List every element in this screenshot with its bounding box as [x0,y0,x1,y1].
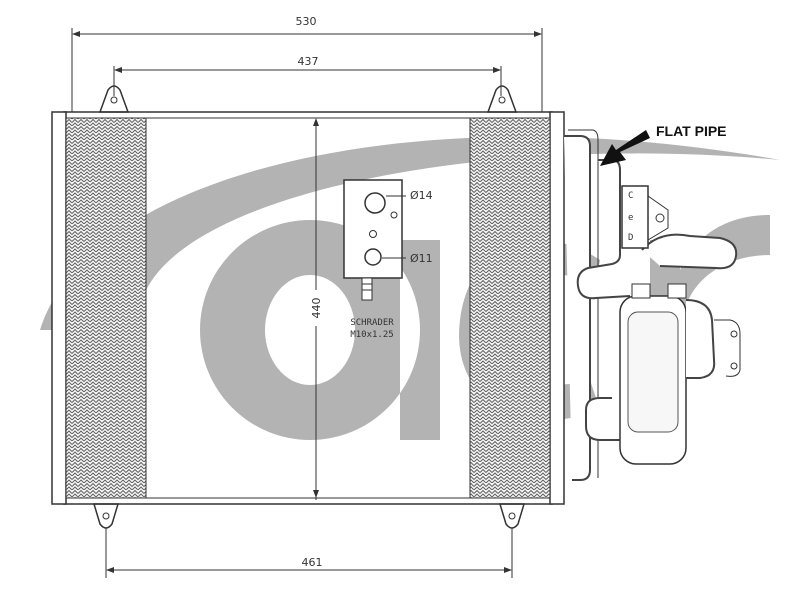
logo-swoosh [40,136,780,330]
svg-text:e: e [628,213,633,223]
mounting-bracket-top-right [486,85,518,113]
dimension-bracket-bottom: 461 [105,528,513,578]
callout-label-flat-pipe: FLAT PIPE [656,123,727,139]
mounting-bracket-top-left [98,85,130,113]
valve-label-thread: M10x1.25 [350,330,393,340]
svg-text:C: C [628,191,633,201]
callout-arrow [600,130,650,166]
dimension-bracket-top: 437 [113,52,502,96]
schrader-valve [361,277,373,301]
fin-zone-right [469,117,551,499]
connector-block: Ø14 Ø11 SCHRADER M10x1.25 [343,179,433,340]
dimension-overall-width: 530 [71,12,543,112]
dimension-label-530: 530 [296,15,317,28]
dimension-label-440: 440 [310,298,323,319]
pipe-fitting-block [621,185,649,249]
hole-label-14: Ø14 [410,189,433,202]
header-tank-left [51,111,67,505]
mounting-bracket-bottom-right [498,503,526,529]
port-hole-small [364,248,382,266]
dimension-label-437: 437 [298,55,319,68]
logo-letter-a [200,220,440,440]
flat-pipe-callout: FLAT PIPE [600,123,727,166]
mounting-bracket-bottom-left [92,503,120,529]
fin-zone-left [65,117,147,499]
header-tank-right [549,111,565,505]
piping-assembly: C e D [564,129,741,481]
valve-label-schrader: SCHRADER [350,318,394,328]
svg-text:D: D [628,233,633,243]
flat-pipe [564,135,591,481]
hole-label-11: Ø11 [410,252,433,265]
port-hole-large [364,192,386,214]
dimension-label-461: 461 [302,556,323,569]
dimension-core-height: 440 [306,118,324,498]
port-hole-mid [369,230,377,238]
